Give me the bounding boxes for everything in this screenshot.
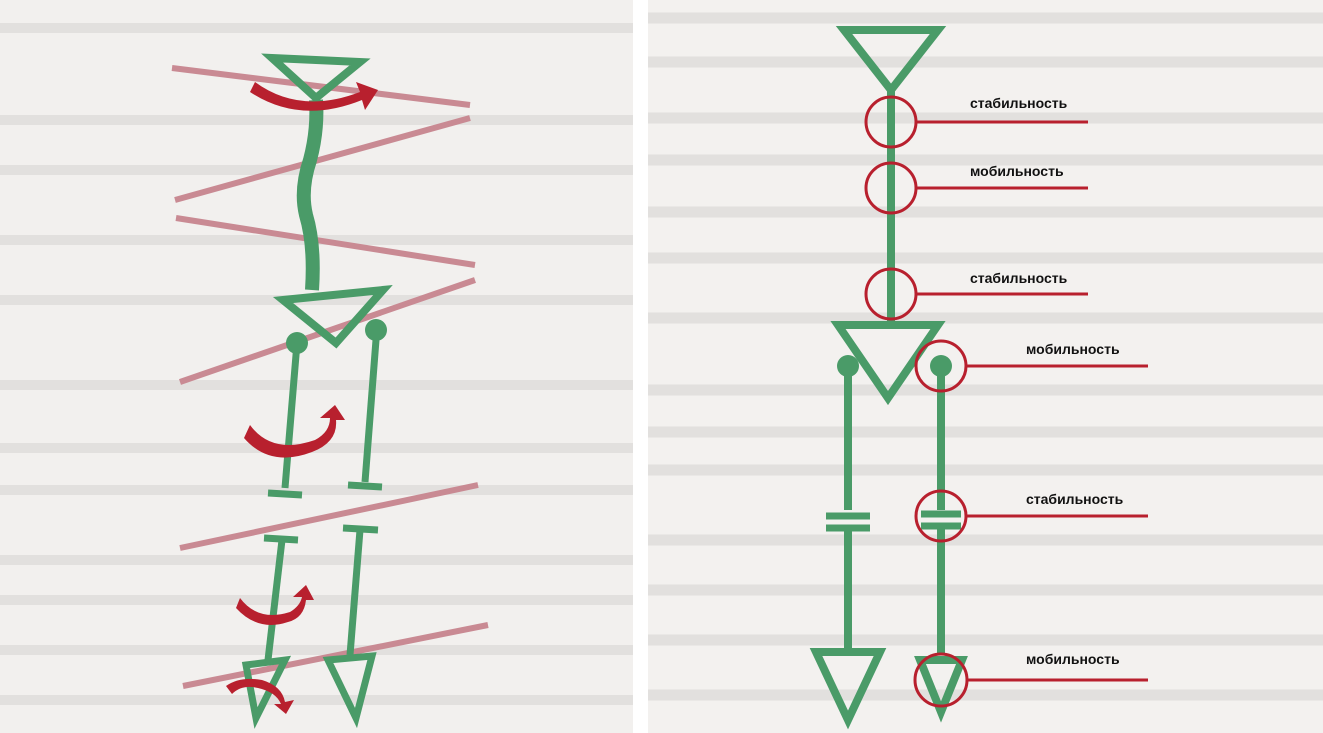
spine-curve: [304, 100, 317, 290]
panel-separator: [633, 0, 648, 733]
label-mobility-3: мобильность: [1026, 651, 1120, 667]
label-stability-2: стабильность: [970, 270, 1067, 286]
label-mobility-2: мобильность: [1026, 341, 1120, 357]
faded-background-text: [648, 18, 1323, 695]
right-diagram-panel: стабильность мобильность стабильность мо…: [648, 0, 1323, 733]
right-foot-triangle: [920, 660, 962, 712]
left-foot-triangle: [816, 652, 880, 720]
left-kinetic-chain-diagram: [0, 0, 633, 733]
left-diagram-panel: [0, 0, 633, 733]
right-joint-dot: [365, 319, 387, 341]
label-mobility-1: мобильность: [970, 163, 1064, 179]
green-structure: [816, 30, 962, 720]
label-stability-3: стабильность: [1026, 491, 1123, 507]
label-stability-1: стабильность: [970, 95, 1067, 111]
zigzag-lines: [172, 68, 488, 686]
joint-markers: [866, 97, 1148, 706]
right-foot-triangle: [328, 656, 372, 718]
